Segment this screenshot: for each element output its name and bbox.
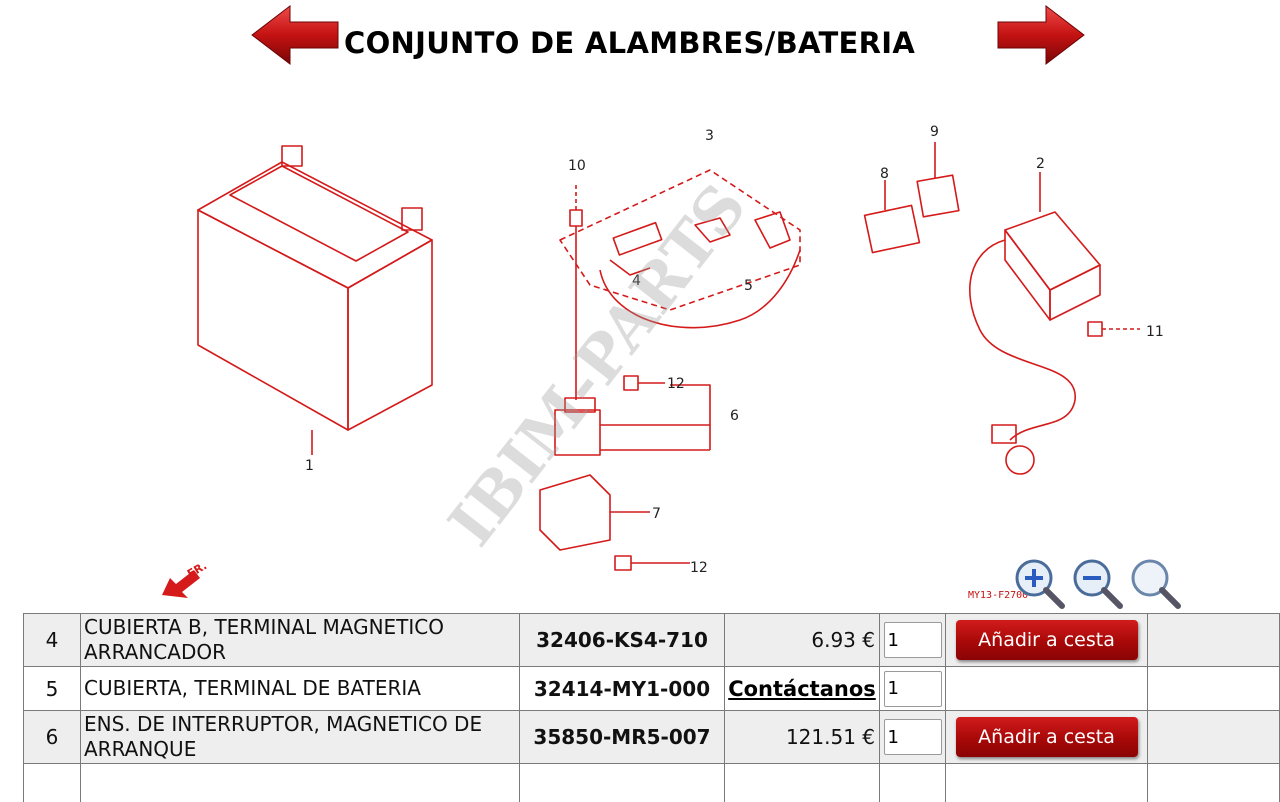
action-cell: Añadir a cesta bbox=[945, 710, 1148, 764]
add-to-cart-button[interactable]: Añadir a cesta bbox=[955, 620, 1138, 660]
action-cell bbox=[945, 763, 1148, 802]
description-cell: ENS. DE INTERRUPTOR, MAGNETICO DE ARRANQ… bbox=[80, 710, 520, 764]
callout-10: 10 bbox=[568, 158, 586, 174]
cover-b bbox=[612, 221, 663, 256]
connector-9 bbox=[916, 174, 960, 218]
parts-table: 4 CUBIERTA B, TERMINAL MAGNETICO ARRANCA… bbox=[23, 613, 1280, 802]
ref-cell: 4 bbox=[23, 613, 81, 667]
callout-9: 9 bbox=[930, 124, 939, 140]
front-direction-arrow: FR. bbox=[162, 559, 209, 598]
zoom-out-icon[interactable] bbox=[1070, 556, 1126, 612]
quantity-input[interactable] bbox=[883, 719, 942, 755]
callout-11: 11 bbox=[1146, 324, 1164, 340]
callout-2: 2 bbox=[1036, 156, 1045, 172]
add-to-cart-button[interactable]: Añadir a cesta bbox=[955, 717, 1138, 757]
zoom-in-icon[interactable] bbox=[1012, 556, 1068, 612]
empty-cell bbox=[1147, 666, 1280, 711]
ref-cell bbox=[23, 763, 81, 802]
price-cell: 121.51 € bbox=[724, 710, 880, 764]
previous-arrow-icon[interactable] bbox=[250, 4, 340, 66]
description-cell: CUBIERTA, TERMINAL DE BATERIA bbox=[80, 666, 520, 711]
battery-cable bbox=[599, 249, 801, 329]
table-row bbox=[23, 763, 1280, 802]
callout-12a: 12 bbox=[667, 376, 685, 392]
action-cell: Añadir a cesta bbox=[945, 613, 1148, 667]
description-cell bbox=[80, 763, 520, 802]
part-number-cell bbox=[519, 763, 725, 802]
callout-5: 5 bbox=[744, 278, 753, 294]
page-title: CONJUNTO DE ALAMBRES/BATERIA bbox=[344, 26, 916, 60]
callout-8: 8 bbox=[880, 166, 889, 182]
empty-cell bbox=[1147, 613, 1280, 667]
relay-cover bbox=[539, 474, 611, 551]
price-cell: 6.93 € bbox=[724, 613, 880, 667]
zoom-reset-icon[interactable] bbox=[1128, 556, 1184, 612]
starter-relay bbox=[554, 409, 601, 456]
table-row: 4 CUBIERTA B, TERMINAL MAGNETICO ARRANCA… bbox=[23, 613, 1280, 667]
price-cell bbox=[724, 763, 880, 802]
ref-cell: 5 bbox=[23, 666, 81, 711]
quantity-input[interactable] bbox=[883, 622, 942, 658]
action-cell bbox=[945, 666, 1148, 711]
price-cell: Contáctanos bbox=[724, 666, 880, 711]
qty-cell bbox=[879, 613, 946, 667]
qty-cell bbox=[879, 763, 946, 802]
callout-7: 7 bbox=[652, 506, 661, 522]
empty-cell bbox=[1147, 710, 1280, 764]
battery-illustration bbox=[197, 145, 433, 455]
ref-cell: 6 bbox=[23, 710, 81, 764]
callout-1: 1 bbox=[305, 458, 314, 474]
qty-cell bbox=[879, 710, 946, 764]
page-header: CONJUNTO DE ALAMBRES/BATERIA bbox=[0, 0, 1280, 90]
callout-3: 3 bbox=[705, 128, 714, 144]
part-number-cell: 32406-KS4-710 bbox=[519, 613, 725, 667]
empty-cell bbox=[1147, 763, 1280, 802]
part-number-cell: 35850-MR5-007 bbox=[519, 710, 725, 764]
callout-4: 4 bbox=[632, 273, 641, 289]
callout-6: 6 bbox=[730, 408, 739, 424]
qty-cell bbox=[879, 666, 946, 711]
table-row: 5 CUBIERTA, TERMINAL DE BATERIA 32414-MY… bbox=[23, 666, 1280, 711]
part-number-cell: 32414-MY1-000 bbox=[519, 666, 725, 711]
parts-diagram: 1 2 3 4 5 6 7 8 9 10 11 12 12 FR. MY13-F… bbox=[162, 124, 1164, 601]
next-arrow-icon[interactable] bbox=[996, 4, 1086, 66]
watermark: IBIM-PARTS bbox=[434, 170, 760, 559]
table-row: 6 ENS. DE INTERRUPTOR, MAGNETICO DE ARRA… bbox=[23, 710, 1280, 764]
quantity-input[interactable] bbox=[883, 670, 942, 707]
harness-group-outline bbox=[559, 169, 801, 311]
callout-12b: 12 bbox=[690, 560, 708, 576]
description-cell: CUBIERTA B, TERMINAL MAGNETICO ARRANCADO… bbox=[80, 613, 520, 667]
diagram-ref-code: MY13-F2700 bbox=[968, 590, 1028, 601]
connector-8 bbox=[863, 204, 921, 254]
contact-link[interactable]: Contáctanos bbox=[728, 676, 876, 701]
